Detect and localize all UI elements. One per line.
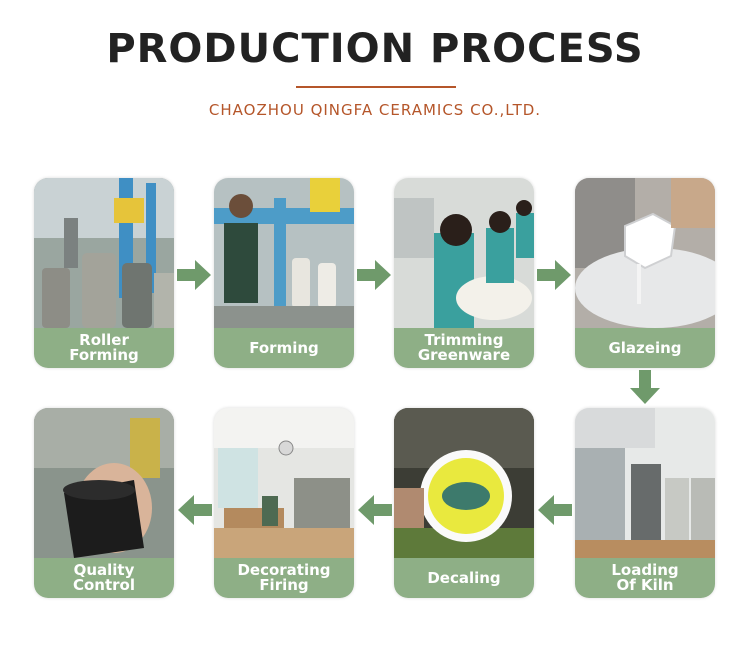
arrow-left-icon — [358, 495, 392, 525]
step-card-decaling: Decaling — [394, 408, 534, 598]
roller-forming-photo — [34, 178, 174, 328]
arrow-left-icon — [178, 495, 212, 525]
step-card-loading-kiln: Loading Of Kiln — [575, 408, 715, 598]
step-label: Glazeing — [575, 328, 715, 368]
trimming-greenware-photo — [394, 178, 534, 328]
glazeing-photo — [575, 178, 715, 328]
step-card-roller-forming: Roller Forming — [34, 178, 174, 368]
decaling-photo — [394, 408, 534, 558]
step-label: Forming — [214, 328, 354, 368]
step-card-trimming-greenware: Trimming Greenware — [394, 178, 534, 368]
title-underline — [296, 86, 456, 88]
step-card-quality-control: Quality Control — [34, 408, 174, 598]
step-label: Roller Forming — [34, 328, 174, 368]
step-card-forming: Forming — [214, 178, 354, 368]
decorating-firing-photo — [214, 408, 354, 558]
quality-control-photo — [34, 408, 174, 558]
step-label: Loading Of Kiln — [575, 558, 715, 598]
step-label: Decorating Firing — [214, 558, 354, 598]
step-card-decorating-firing: Decorating Firing — [214, 408, 354, 598]
arrow-left-icon — [538, 495, 572, 525]
arrow-right-icon — [177, 260, 211, 290]
arrow-right-icon — [357, 260, 391, 290]
loading-kiln-photo — [575, 408, 715, 558]
step-label: Decaling — [394, 558, 534, 598]
company-subtitle: CHAOZHOU QINGFA CERAMICS CO.,LTD. — [208, 101, 542, 119]
arrow-down-icon — [630, 370, 660, 404]
forming-photo — [214, 178, 354, 328]
step-label: Trimming Greenware — [394, 328, 534, 368]
page-title: PRODUCTION PROCESS — [106, 26, 644, 72]
step-card-glazeing: Glazeing — [575, 178, 715, 368]
arrow-right-icon — [537, 260, 571, 290]
step-label: Quality Control — [34, 558, 174, 598]
